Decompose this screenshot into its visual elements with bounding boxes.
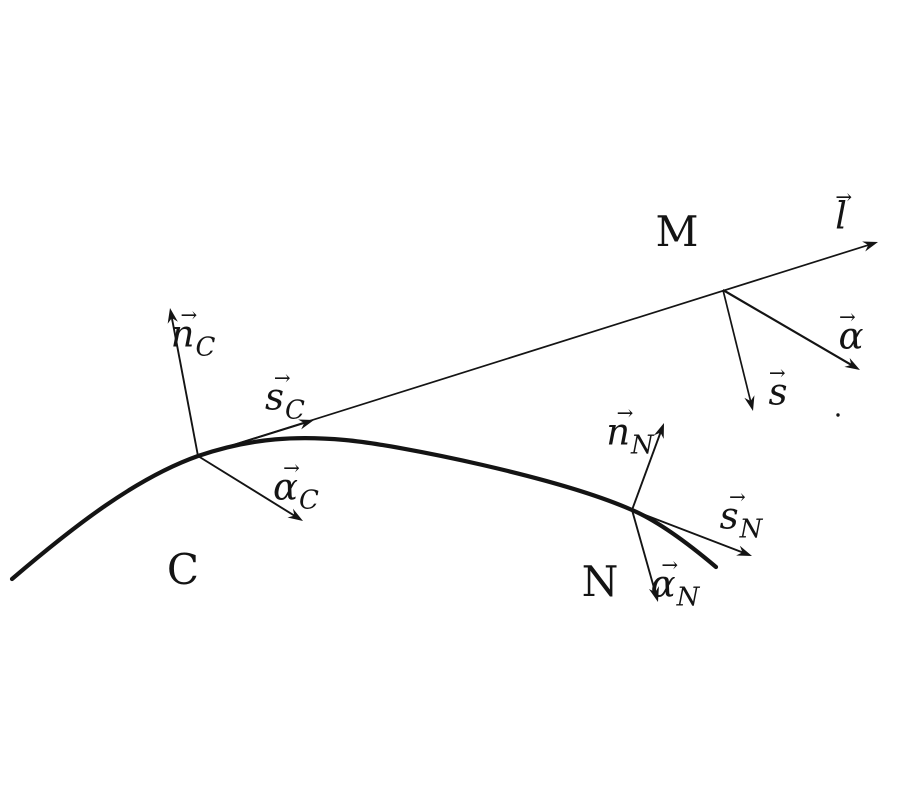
arrow-shaft-vector-alpha-C: [197, 455, 299, 519]
vector-letter: s: [719, 494, 739, 538]
arrow-head-vector-alpha-C: [287, 508, 303, 521]
label-point-M: M: [655, 207, 699, 256]
arrow-shaft-vector-alpha-N: [631, 509, 658, 597]
vector-subscript: C: [299, 485, 319, 516]
arrow-head-vector-s-C: [298, 419, 314, 430]
arrow-head-vector-alpha-N: [648, 586, 659, 602]
arrow-head-vector-n-N: [653, 423, 664, 439]
vector-letter: n: [606, 410, 631, 454]
label-point-N: N: [581, 557, 619, 606]
diagram-geometry: [9, 241, 878, 602]
arrow-shaft-vector-s-C: [197, 420, 309, 457]
arrow-head-line-l: [862, 241, 878, 252]
vector-letter: s: [768, 370, 788, 414]
over-arrow-icon: →: [839, 304, 856, 329]
arrow-head-vector-s-N: [736, 545, 752, 556]
arrow-shaft-vector-n-C: [170, 313, 199, 457]
label-vector-s: →s: [768, 363, 788, 414]
vector-subscript: C: [285, 395, 305, 426]
vector-subscript: N: [676, 582, 700, 613]
label-vector-s-C: →sC: [265, 368, 305, 426]
over-arrow-icon: →: [768, 360, 786, 385]
over-arrow-icon: →: [273, 365, 291, 390]
vector-subscript: C: [195, 332, 216, 363]
vector-letter: n: [170, 312, 195, 356]
vector-letter: l: [835, 194, 847, 238]
label-vector-s-N: →sN: [719, 487, 763, 545]
over-arrow-icon: →: [283, 455, 300, 480]
over-arrow-icon: →: [835, 184, 852, 209]
arrow-head-vector-s: [744, 395, 755, 411]
over-arrow-icon: →: [616, 400, 634, 425]
stray-dot: [836, 413, 840, 417]
arrow-shaft-vector-alpha: [722, 289, 856, 368]
over-arrow-icon: →: [729, 484, 746, 509]
label-vector-alpha: →α: [838, 307, 864, 358]
vector-subscript: N: [739, 514, 763, 545]
vector-subscript: N: [631, 430, 654, 461]
arrow-shaft-vector-s: [722, 289, 753, 406]
arrow-shaft-vector-s-N: [631, 509, 747, 555]
label-point-C: C: [166, 545, 200, 594]
label-vector-n-N: →nN: [606, 403, 654, 461]
arrow-head-vector-n-C: [167, 308, 178, 324]
arrow-shaft-vector-n-N: [631, 428, 663, 511]
vector-letter: α: [838, 314, 864, 358]
vector-letter: α: [273, 465, 299, 509]
label-vector-alpha-N: →αN: [650, 555, 700, 613]
label-vector-l: →l: [835, 187, 852, 238]
arrow-head-vector-alpha: [844, 357, 860, 370]
vector-letter: s: [265, 375, 285, 419]
label-vector-alpha-C: →αC: [273, 458, 319, 516]
vector-letter: α: [650, 562, 676, 606]
label-vector-n-C: →nC: [170, 305, 216, 363]
over-arrow-icon: →: [180, 302, 197, 327]
over-arrow-icon: →: [661, 552, 678, 577]
